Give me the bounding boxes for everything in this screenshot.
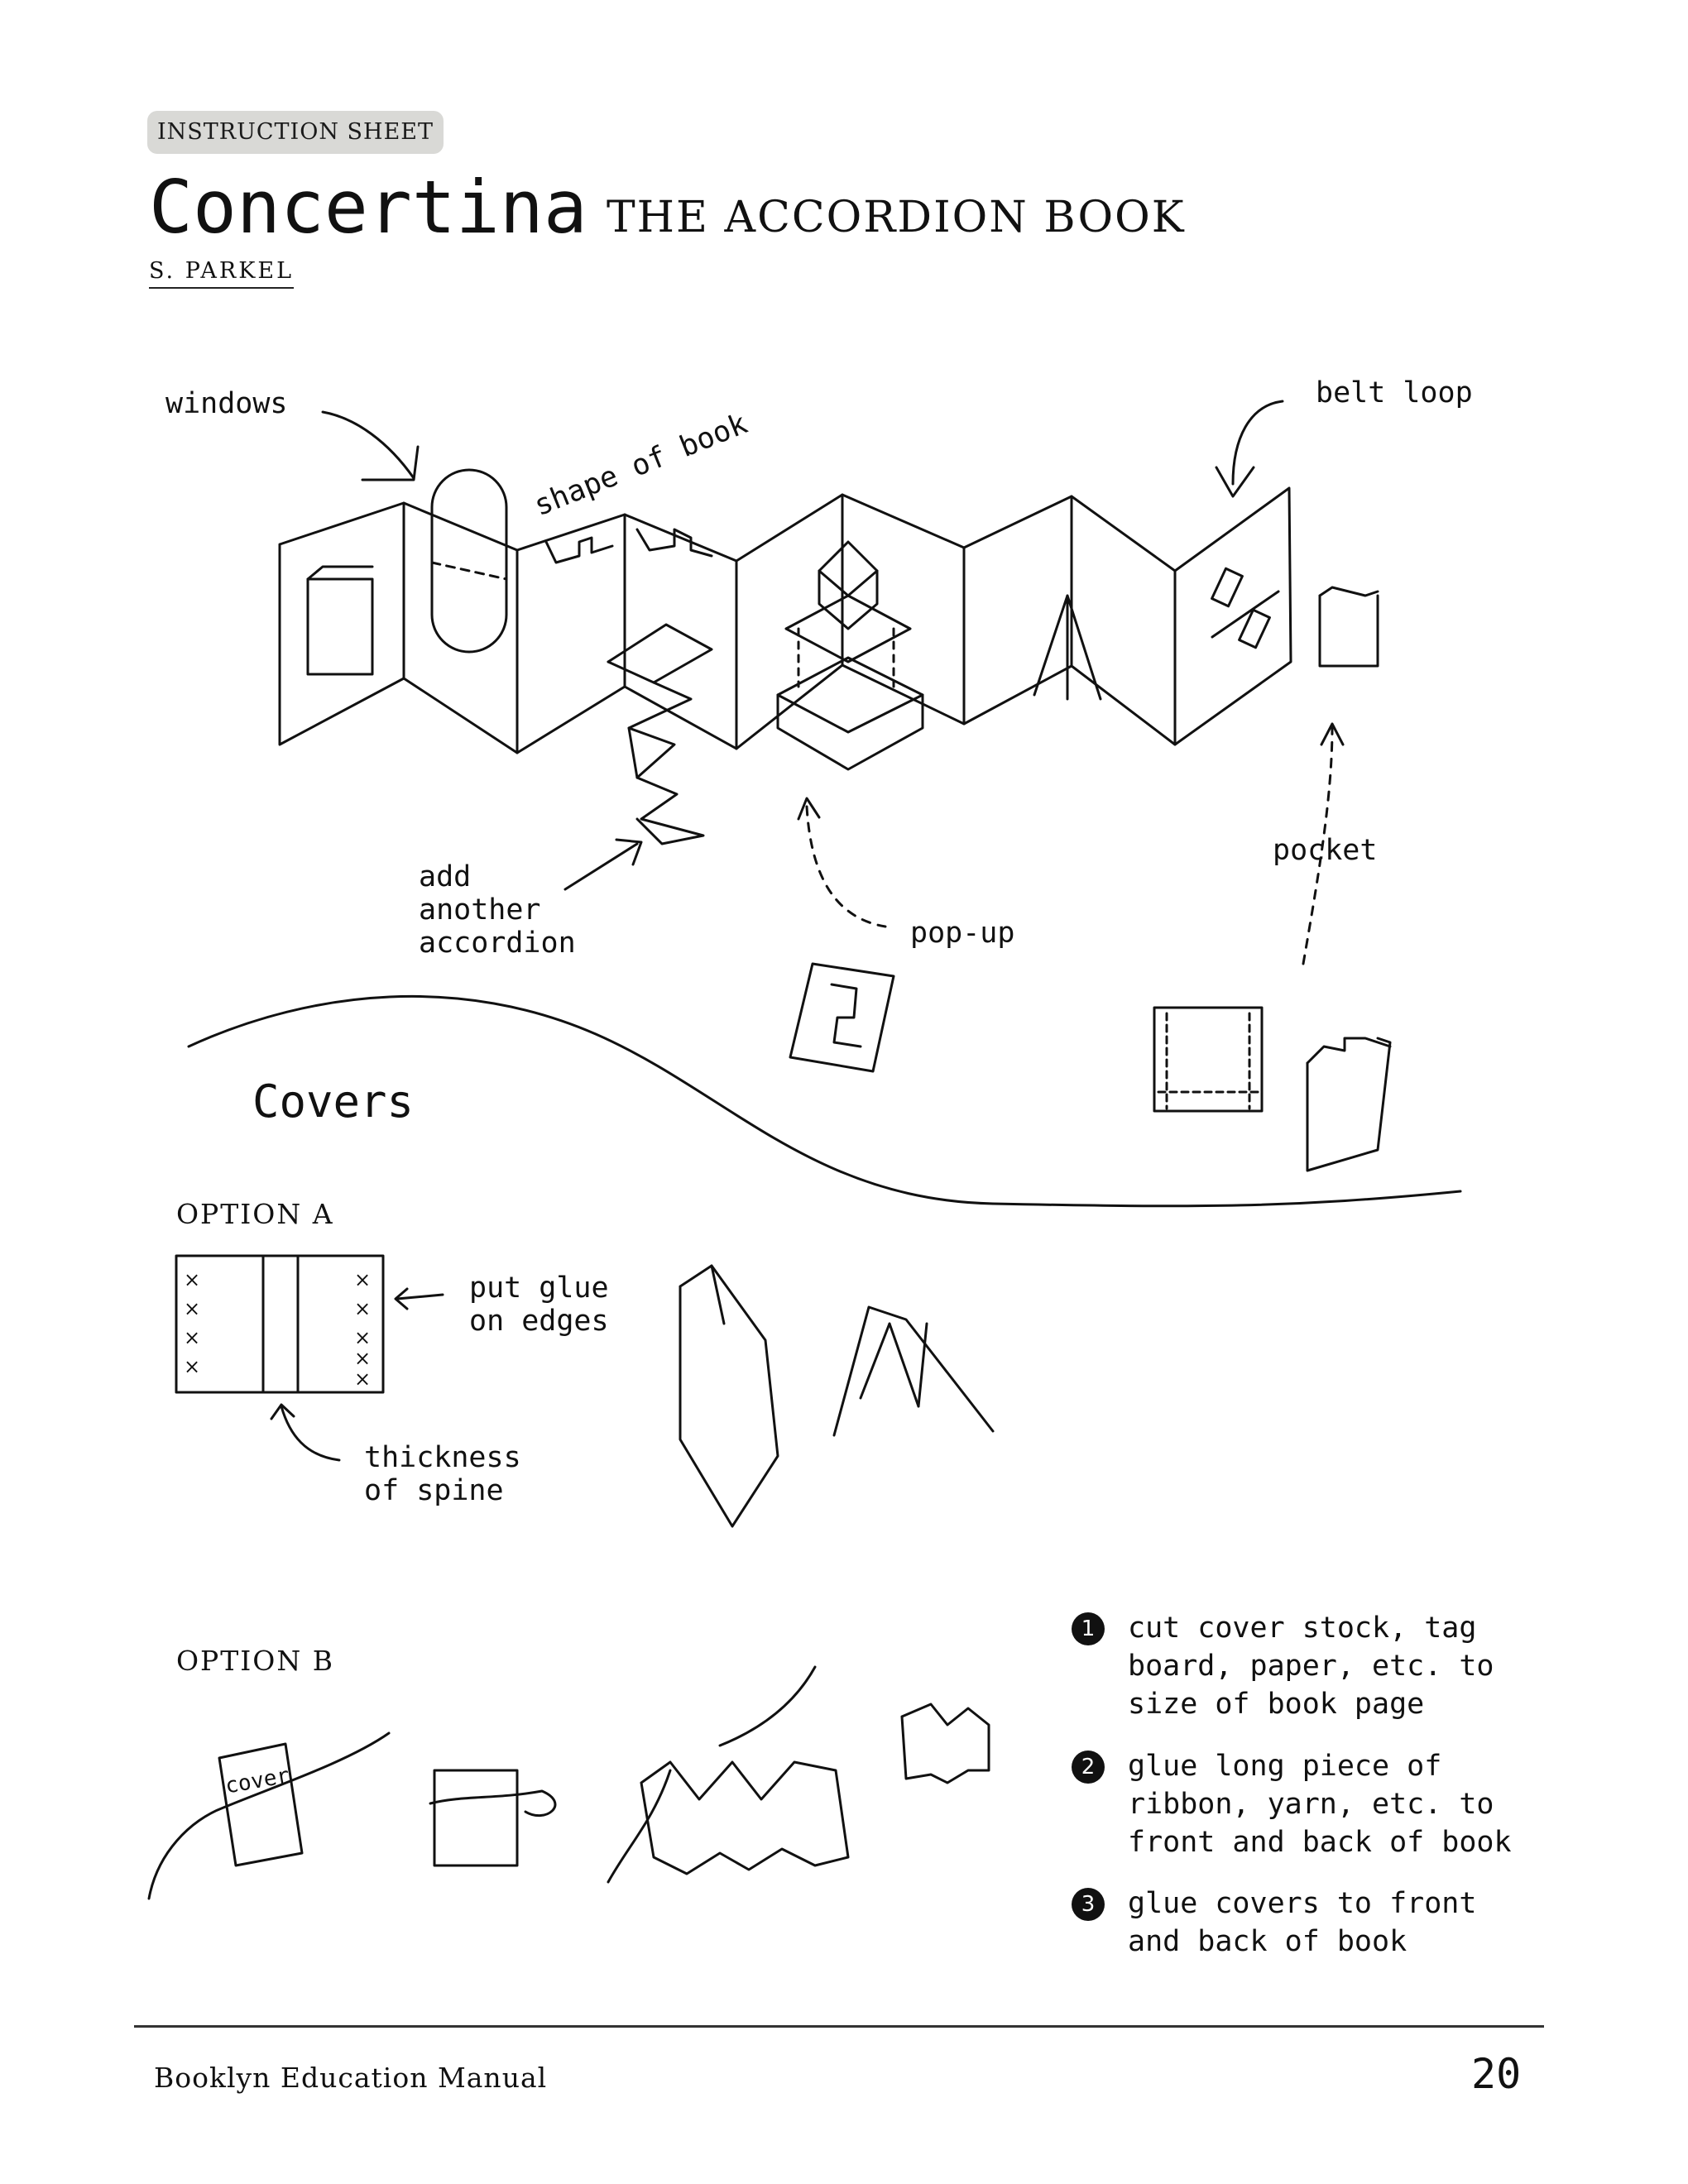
step-text: glue long piece of ribbon, yarn, etc. to… (1128, 1750, 1512, 1859)
belt-loop-arrowhead (1215, 466, 1255, 498)
option-a-drawing: × × × × × × × × × (175, 1254, 995, 1528)
svg-text:×: × (354, 1297, 371, 1320)
svg-text:×: × (354, 1268, 371, 1291)
label-pop-up: pop-up (910, 917, 1015, 950)
pocket-arrow (1302, 726, 1334, 965)
belt-loop-arrow (1231, 400, 1284, 486)
svg-text:×: × (184, 1297, 200, 1320)
covers-heading: Covers (252, 1075, 415, 1128)
footer-rule (134, 2025, 1544, 2028)
footer-manual-title: Booklyn Education Manual (154, 2062, 548, 2094)
label-windows: windows (165, 387, 288, 420)
page-subtitle: THE ACCORDION BOOK (607, 193, 1186, 242)
svg-text:×: × (184, 1326, 200, 1349)
popup-card-flat (789, 962, 895, 1073)
step-number: 1 (1072, 1612, 1105, 1645)
popup-arrow (805, 805, 887, 928)
svg-text:×: × (354, 1347, 371, 1370)
label-of-spine: of spine (364, 1474, 504, 1507)
label-thickness: thickness (364, 1441, 521, 1474)
svg-text:×: × (354, 1367, 371, 1391)
label-put-glue: put glue (469, 1272, 609, 1305)
windows-arrowhead (361, 445, 420, 481)
step-number: 3 (1072, 1888, 1105, 1921)
label-add: add (419, 860, 472, 893)
svg-text:×: × (354, 1326, 371, 1349)
windows-arrow (321, 410, 415, 480)
label-on-edges: on edges (469, 1305, 609, 1338)
step-number: 2 (1072, 1751, 1105, 1784)
option-a-label: OPTION A (176, 1198, 334, 1230)
step-text: cut cover stock, tag board, paper, etc. … (1128, 1612, 1494, 1721)
option-b-label: OPTION B (176, 1645, 334, 1677)
pocket-pieces (1153, 1006, 1392, 1172)
label-another: another (419, 893, 541, 927)
svg-text:×: × (184, 1268, 200, 1291)
page-title: Concertina (149, 165, 587, 250)
label-accordion: accordion (419, 927, 576, 960)
wave-divider (187, 994, 1462, 1208)
accordion-arrow (563, 842, 639, 891)
label-pocket: pocket (1273, 834, 1378, 867)
label-belt-loop: belt loop (1316, 376, 1473, 410)
page-number: 20 (1471, 2050, 1522, 2098)
option-b-drawing (147, 1665, 990, 1900)
accordion-book-drawing (278, 468, 1379, 845)
step-text: glue covers to front and back of book (1128, 1887, 1477, 1958)
instruction-sheet-tag: INSTRUCTION SHEET (147, 111, 444, 154)
author: S. PARKEL (149, 258, 295, 289)
svg-text:×: × (184, 1355, 200, 1378)
